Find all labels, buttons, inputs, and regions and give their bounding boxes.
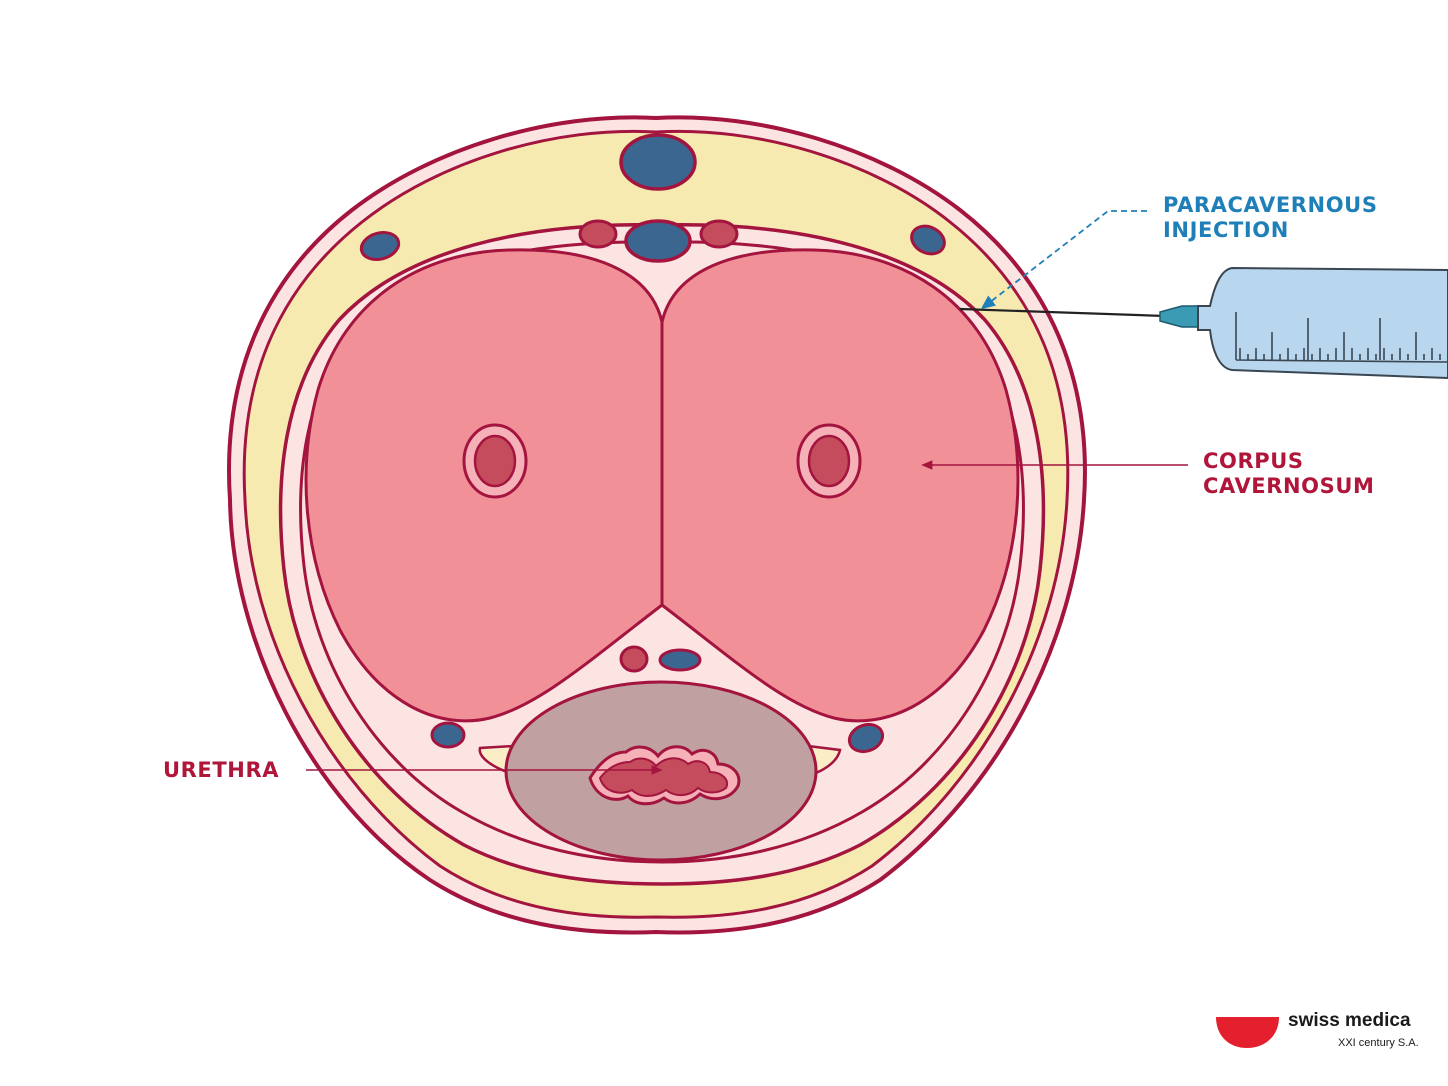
injection-label: PARACAVERNOUS INJECTION [1163, 193, 1378, 243]
ventral-artery [619, 645, 649, 673]
lateral-ventral-vein-right [847, 722, 885, 754]
syringe-hub [1159, 305, 1201, 328]
urethra-label: URETHRA [163, 758, 280, 782]
ventral-vein [658, 648, 702, 672]
corpus-label: CORPUS CAVERNOSUM [1203, 449, 1375, 499]
brand-subtitle: XXI century S.A. [1338, 1037, 1419, 1049]
injection-label-line-1: PARACAVERNOUS [1163, 193, 1378, 217]
deep-dorsal-vein [624, 219, 692, 263]
urethra-lumen [598, 757, 728, 797]
injection-label-line-2: INJECTION [1163, 218, 1289, 242]
corpus-label-line-2: CAVERNOSUM [1203, 474, 1375, 498]
injection-leader [980, 210, 1147, 310]
superficial-dorsal-vein [619, 133, 697, 191]
deep-artery-left [473, 434, 517, 488]
dorsal-artery-left [578, 219, 618, 249]
syringe-needle [959, 307, 1166, 318]
deep-artery-right [807, 434, 851, 488]
lateral-ventral-vein-left [430, 721, 466, 749]
syringe [959, 266, 1448, 380]
syringe-scale [1235, 312, 1448, 363]
corpus-label-line-1: CORPUS [1203, 449, 1304, 473]
brand-name: swiss medica [1288, 1010, 1411, 1031]
syringe-barrel [1197, 266, 1448, 380]
lateral-vein-right [910, 224, 946, 256]
dorsal-artery-right [699, 219, 739, 249]
brand-logo-icon [1216, 1017, 1279, 1048]
lateral-vein-left [359, 231, 401, 261]
